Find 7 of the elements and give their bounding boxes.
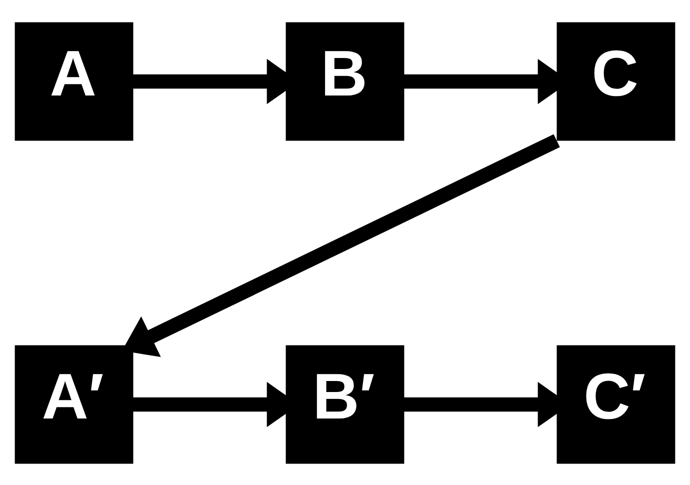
node-box: A xyxy=(14,22,134,140)
node-box: C xyxy=(556,22,676,140)
arrow xyxy=(122,134,560,357)
node-box: A′ xyxy=(14,344,134,464)
node-box: B′ xyxy=(286,344,404,464)
node-box: B xyxy=(286,22,404,140)
node-box: C′ xyxy=(556,344,676,464)
